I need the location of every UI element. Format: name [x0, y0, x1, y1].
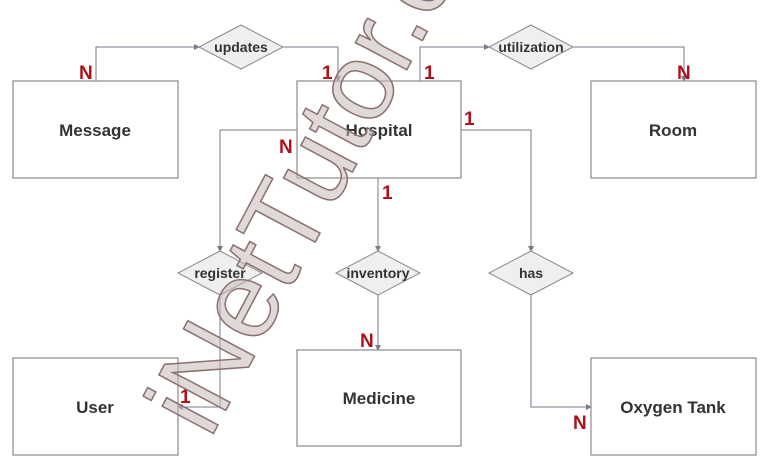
relationship-label: utilization	[498, 39, 563, 55]
cardinality-label: N	[279, 137, 293, 158]
cardinality-label: 1	[464, 109, 475, 130]
cardinality-label: N	[79, 63, 93, 84]
relationship-label: has	[519, 265, 543, 281]
entity-medicine[interactable]: Medicine	[296, 349, 462, 447]
entity-room[interactable]: Room	[590, 80, 757, 179]
line-hospital-has	[461, 129, 534, 252]
line-message-updates	[95, 44, 200, 81]
entity-label: Message	[59, 121, 131, 140]
line-has-oxygen-tank	[530, 295, 592, 410]
entity-oxygen-tank[interactable]: Oxygen Tank	[590, 357, 757, 456]
relationship-label: updates	[214, 39, 268, 55]
cardinalities: N 1 1 N N 1 1 N 1 N	[79, 63, 691, 434]
line-updates-hospital	[283, 46, 341, 82]
entity-hospital[interactable]: Hospital	[296, 80, 462, 179]
line-register-user	[177, 295, 221, 410]
cardinality-label: N	[677, 63, 691, 84]
relationship-utilization[interactable]: utilization	[487, 24, 575, 70]
cardinality-label: N	[360, 331, 374, 352]
relationship-label: register	[194, 265, 246, 281]
relationship-updates[interactable]: updates	[197, 24, 285, 70]
relationship-has[interactable]: has	[487, 250, 575, 296]
cardinality-label: 1	[382, 183, 393, 204]
line-utilization-room	[573, 46, 687, 82]
entity-label: Oxygen Tank	[620, 398, 726, 417]
relationship-label: inventory	[346, 265, 409, 281]
relationship-register[interactable]: register	[176, 250, 264, 296]
entity-label: User	[76, 398, 114, 417]
line-hospital-register	[217, 129, 297, 252]
cardinality-label: 1	[180, 387, 191, 408]
entity-user[interactable]: User	[12, 357, 179, 456]
entity-label: Room	[649, 121, 697, 140]
connectors	[95, 44, 687, 410]
line-hospital-utilization	[419, 44, 490, 81]
cardinality-label: 1	[424, 63, 435, 84]
entity-message[interactable]: Message	[12, 80, 179, 179]
entity-label: Hospital	[345, 121, 412, 140]
cardinality-label: 1	[322, 63, 333, 84]
cardinality-label: N	[573, 413, 587, 434]
entity-label: Medicine	[343, 389, 416, 408]
relationship-inventory[interactable]: inventory	[334, 250, 422, 296]
